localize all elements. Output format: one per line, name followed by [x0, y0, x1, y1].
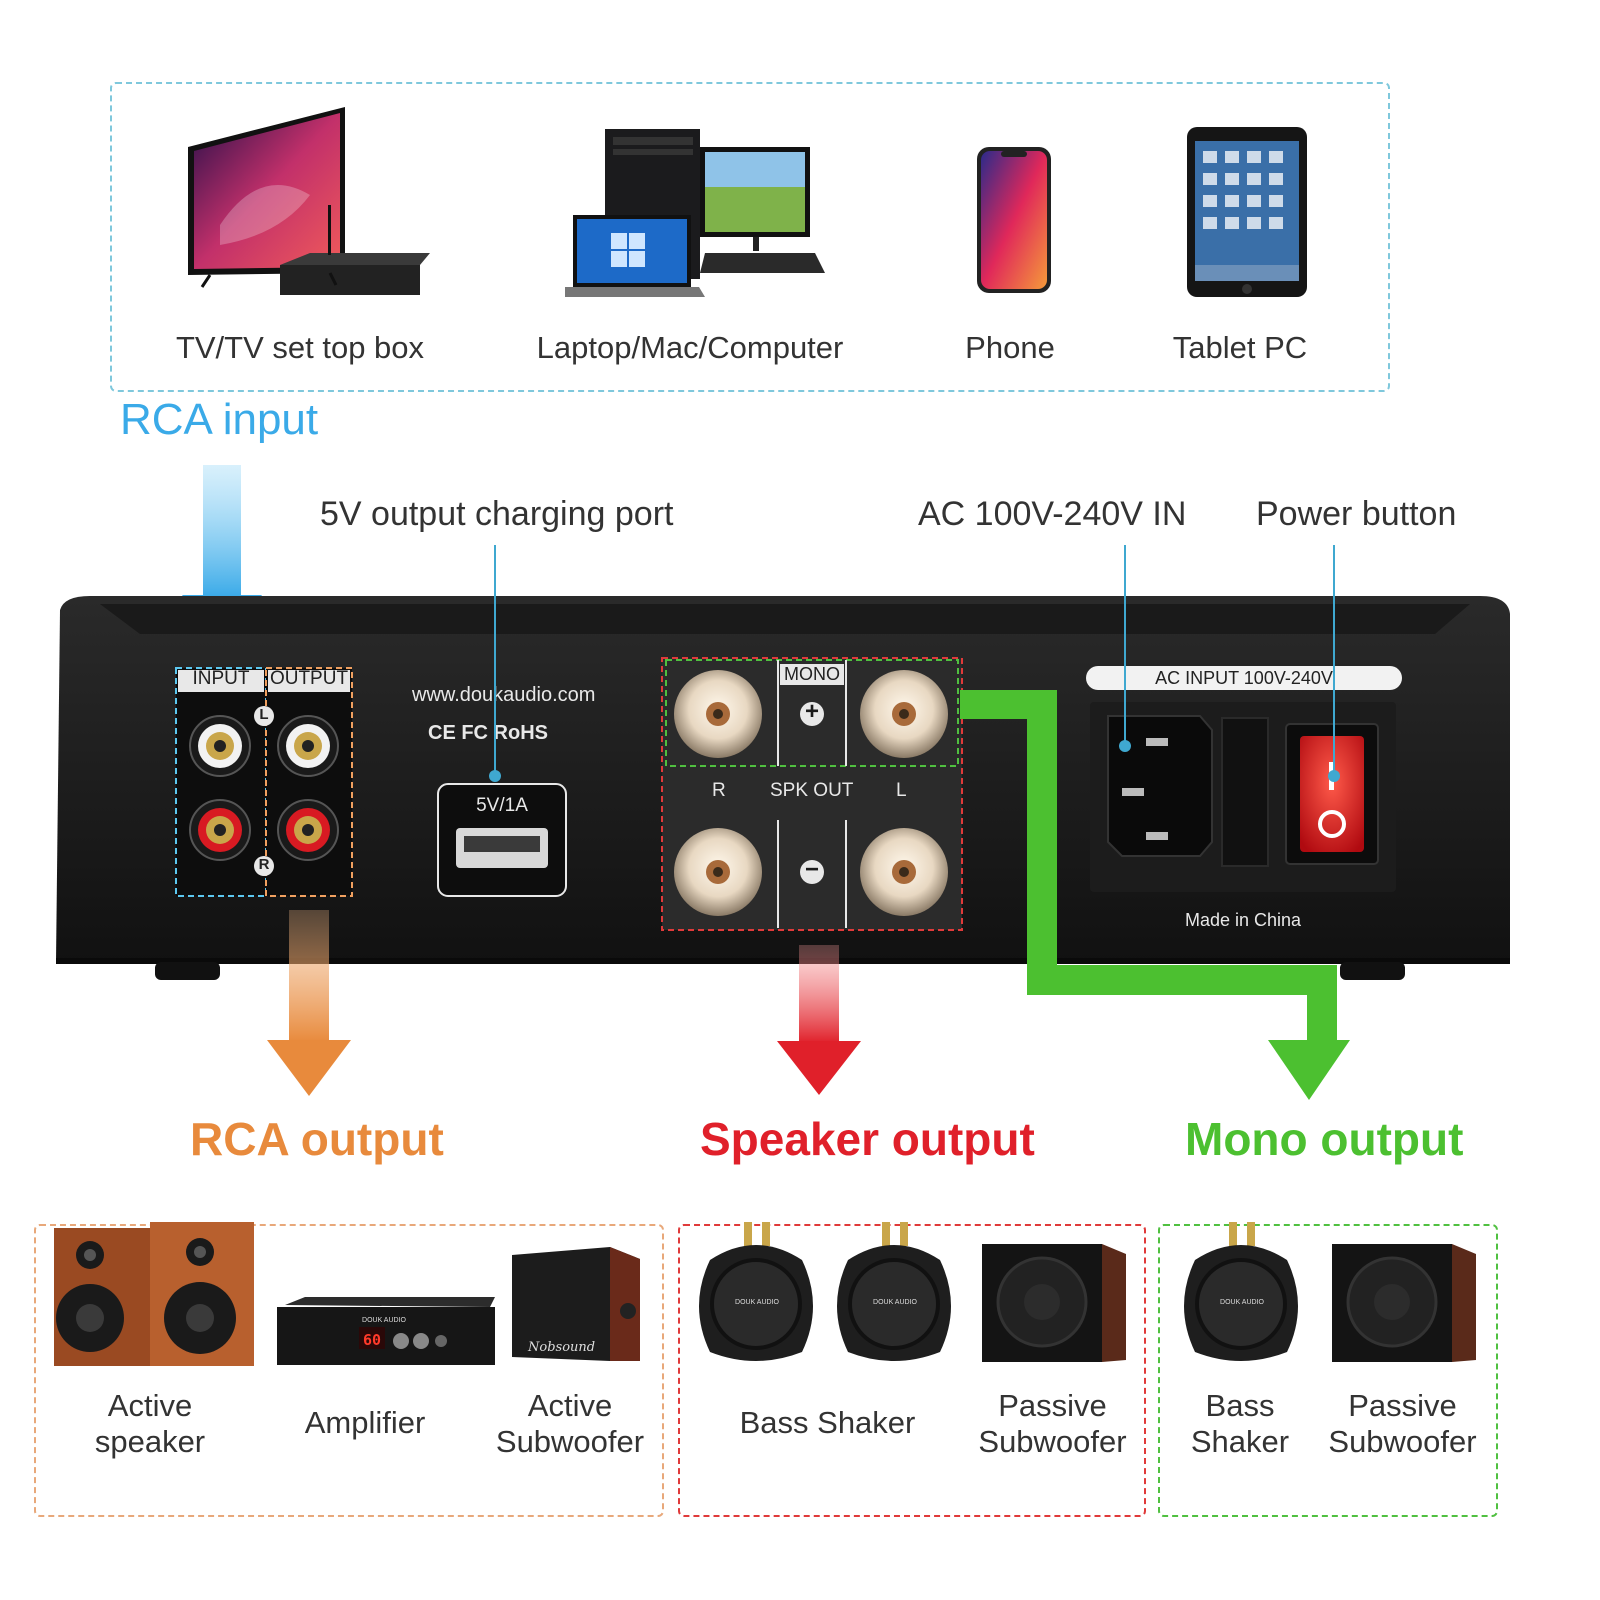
ac-in-callout: AC 100V-240V IN	[918, 495, 1187, 533]
tv-settop-box-icon	[188, 107, 430, 295]
active-speaker-label-line1: Active	[107, 1388, 193, 1423]
rca-output-label: RCA output	[190, 1113, 444, 1165]
rca-output-right-jack[interactable]	[277, 799, 339, 861]
source-label-tablet: Tablet PC	[1172, 330, 1308, 365]
usb-leader-line	[494, 545, 496, 775]
passive-subwoofer-label-line2: Subwoofer	[978, 1424, 1127, 1459]
mono-passive-subwoofer-label-line2: Subwoofer	[1328, 1424, 1477, 1459]
source-label-phone: Phone	[965, 330, 1055, 365]
certification-marks: CE FC RoHS	[428, 722, 548, 744]
mono-bass-shaker-label-line1: Bass	[1205, 1388, 1275, 1423]
active-speaker-icon	[54, 1222, 254, 1366]
speaker-l-positive-terminal[interactable]	[860, 670, 948, 758]
active-speaker-label: Active speaker	[70, 1388, 230, 1460]
spk-out-label: SPK OUT	[770, 780, 854, 801]
rca-input-left-jack[interactable]	[189, 715, 251, 777]
usb-leader-dot	[489, 770, 501, 782]
ac-leader-line	[1124, 545, 1126, 745]
website-text: www.doukaudio.com	[412, 684, 596, 706]
phone-icon	[977, 147, 1051, 293]
mono-output-group	[665, 659, 959, 767]
power-button-callout: Power button	[1256, 495, 1457, 533]
amplifier-label: Amplifier	[304, 1405, 426, 1440]
speaker-output-arrow	[777, 945, 861, 1095]
rca-input-label: RCA input	[120, 395, 319, 444]
passive-subwoofer-icon-1	[982, 1244, 1126, 1362]
rca-output-devices-box	[34, 1224, 664, 1517]
spk-l-label: L	[896, 780, 907, 801]
tablet-icon	[1187, 127, 1307, 297]
ac-leader-dot	[1119, 740, 1131, 752]
rca-output-group	[265, 667, 353, 897]
power-leader-dot	[1328, 770, 1340, 782]
spk-r-label: R	[712, 780, 726, 801]
fuse-holder	[1221, 717, 1269, 867]
speaker-r-positive-terminal[interactable]	[674, 670, 762, 758]
speaker-r-negative-terminal[interactable]	[674, 828, 762, 916]
mono-passive-subwoofer-label-line1: Passive	[1348, 1388, 1457, 1423]
negative-symbol: −	[804, 856, 819, 883]
computer-icon	[565, 129, 825, 297]
subwoofer-brand-text: Nobsound	[528, 1340, 596, 1355]
bass-shaker-brand-1: DOUK AUDIO	[735, 1299, 779, 1306]
rca-output-left-jack[interactable]	[277, 715, 339, 777]
mono-output-devices-box	[1158, 1224, 1498, 1517]
usb-port-callout: 5V output charging port	[320, 495, 674, 533]
passive-subwoofer-label-line1: Passive	[998, 1388, 1107, 1423]
rca-output-tag: OUTPUT	[269, 668, 349, 689]
passive-subwoofer-icon-mono	[1332, 1244, 1476, 1362]
speaker-l-negative-terminal[interactable]	[860, 828, 948, 916]
active-subwoofer-icon	[512, 1247, 640, 1361]
source-label-computer: Laptop/Mac/Computer	[536, 330, 844, 365]
source-label-tv: TV/TV set top box	[175, 330, 425, 365]
power-rocker-switch[interactable]	[1285, 723, 1379, 865]
active-subwoofer-label: Active Subwoofer	[490, 1388, 650, 1460]
mono-bass-shaker-label-line2: Shaker	[1190, 1424, 1290, 1459]
passive-subwoofer-label: Passive Subwoofer	[970, 1388, 1135, 1460]
rca-input-group	[175, 667, 267, 897]
bass-shaker-icon-mono	[1184, 1222, 1298, 1361]
mono-tag: MONO	[780, 664, 844, 685]
active-subwoofer-label-line1: Active	[527, 1388, 613, 1423]
ac-input-tag: AC INPUT 100V-240V	[1155, 668, 1333, 688]
active-subwoofer-label-line2: Subwoofer	[495, 1424, 645, 1459]
amplifier-icon	[277, 1297, 495, 1365]
speaker-output-devices-box	[678, 1224, 1146, 1517]
active-speaker-label-line2: speaker	[94, 1424, 206, 1459]
made-in-china-text: Made in China	[1184, 910, 1302, 930]
amplifier-brand-text: DOUK AUDIO	[362, 1317, 406, 1324]
rca-input-tag: INPUT	[192, 668, 250, 689]
amplifier-rear-panel	[56, 596, 1510, 980]
speaker-output-label: Speaker output	[700, 1113, 1035, 1165]
ac-power-socket[interactable]	[1107, 715, 1213, 857]
bass-shaker-brand-mono: DOUK AUDIO	[1220, 1299, 1264, 1306]
rca-channel-l-tag: L	[259, 706, 269, 723]
bass-shaker-icon-1	[699, 1222, 813, 1361]
amplifier-display: 60	[362, 1331, 382, 1349]
mono-passive-subwoofer-label: Passive Subwoofer	[1320, 1388, 1485, 1460]
rca-channel-r-tag: R	[258, 856, 270, 873]
positive-symbol: +	[804, 698, 819, 725]
mono-output-label: Mono output	[1185, 1113, 1464, 1165]
bass-shaker-label: Bass Shaker	[739, 1405, 916, 1440]
bass-shaker-icon-2	[837, 1222, 951, 1361]
mono-bass-shaker-label: Bass Shaker	[1180, 1388, 1300, 1460]
source-devices-box	[110, 82, 1390, 392]
rca-input-right-jack[interactable]	[189, 799, 251, 861]
mono-output-arrow	[960, 690, 1350, 1100]
bass-shaker-brand-2: DOUK AUDIO	[873, 1299, 917, 1306]
usb-rating-text: 5V/1A	[476, 795, 528, 816]
rca-output-arrow	[267, 910, 351, 1096]
power-leader-line	[1333, 545, 1335, 775]
